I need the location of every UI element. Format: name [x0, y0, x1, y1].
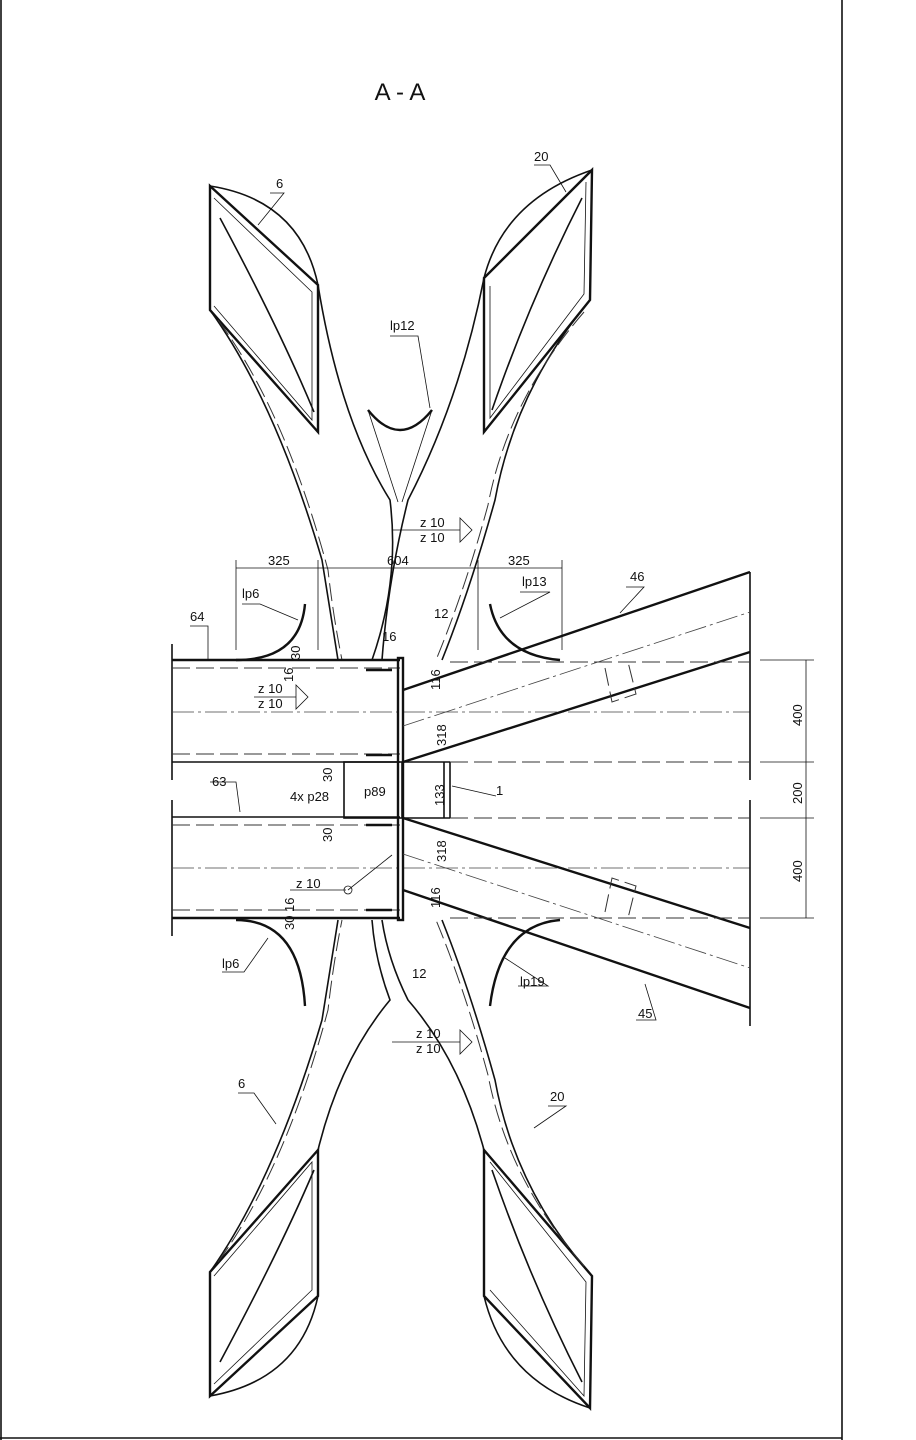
label-dim-318-top: 318 [434, 724, 449, 746]
label-weld-top-b: z 10 [420, 530, 445, 545]
label-weld-12-top: 12 [434, 606, 448, 621]
label-dim-30-a: 30 [288, 646, 303, 660]
label-dim-325-right: 325 [508, 553, 530, 568]
label-part-20-top: 20 [534, 149, 548, 164]
label-dim-400-top: 400 [790, 704, 805, 726]
label-weld-mid: z 10 [296, 876, 321, 891]
label-part-45: 45 [638, 1006, 652, 1021]
label-part-6-bottom: 6 [238, 1076, 245, 1091]
lower-left-branch [208, 919, 391, 1399]
label-part-6-top: 6 [276, 176, 283, 191]
weld-symbol-bottom [392, 1029, 473, 1055]
gusset-lp19 [488, 918, 561, 1007]
label-dim-200: 200 [790, 782, 805, 804]
label-dim-400-bottom: 400 [790, 860, 805, 882]
label-dim-30-c: 30 [320, 768, 335, 782]
label-weld-left-b: z 10 [258, 696, 283, 711]
sheet-frame [0, 0, 843, 1440]
label-dim-133: 133 [432, 784, 447, 806]
label-part-20-bottom: 20 [550, 1089, 564, 1104]
label-dim-604: 604 [387, 553, 409, 568]
label-dim-318-bottom: 318 [434, 840, 449, 862]
end-plate [343, 656, 451, 922]
label-dim-16-e: 16 [282, 898, 297, 912]
right-dimension-line [760, 659, 814, 919]
gusset-lp13 [488, 603, 561, 662]
weld-arrow-mid [290, 854, 393, 895]
brace-46 [402, 570, 751, 780]
section-title: A - A [375, 79, 426, 106]
leader-lines [190, 164, 657, 1129]
label-dim-16-b: 16 [281, 668, 296, 682]
label-dim-16-top: 16 [382, 629, 396, 644]
label-lp6-bottom: lp6 [222, 956, 239, 971]
gusset-lp6-bottom [235, 918, 307, 1007]
weld-symbol-top [392, 517, 473, 543]
annotation-labels: 6 20 lp12 z 10 z 10 325 604 325 lp6 lp13… [190, 149, 805, 1104]
label-dim-30-e: 30 [282, 916, 297, 930]
lower-beam-63 [171, 800, 750, 936]
label-p89: p89 [364, 784, 386, 799]
label-weld-left-a: z 10 [258, 681, 283, 696]
brace-45 [402, 800, 751, 1026]
label-part-46: 46 [630, 569, 644, 584]
label-dim-116-bottom: 116 [428, 887, 443, 908]
label-dim-325-left: 325 [268, 553, 290, 568]
lower-right-branch [381, 919, 594, 1411]
label-bolts: 4x p28 [290, 789, 329, 804]
upper-left-branch [208, 183, 394, 661]
label-lp12: lp12 [390, 318, 415, 333]
label-lp19: lp19 [520, 974, 545, 989]
label-lp6-top: lp6 [242, 586, 259, 601]
upper-beam-64 [171, 644, 750, 780]
upper-right-branch [381, 167, 594, 661]
weld-symbol-left [254, 684, 309, 710]
label-lp13: lp13 [522, 574, 547, 589]
label-weld-bottom-b: z 10 [416, 1041, 441, 1056]
top-dimension-line [235, 560, 563, 650]
label-dim-116-top: 116 [428, 669, 443, 690]
bolt-group [366, 668, 392, 912]
label-weld-top-a: z 10 [420, 515, 445, 530]
label-dim-30-d: 30 [320, 828, 335, 842]
gusset-lp12 [367, 409, 433, 432]
label-part-1: 1 [496, 783, 503, 798]
label-weld-12-bottom: 12 [412, 966, 426, 981]
label-part-63: 63 [212, 774, 226, 789]
label-part-64: 64 [190, 609, 204, 624]
label-weld-bottom-a: z 10 [416, 1026, 441, 1041]
